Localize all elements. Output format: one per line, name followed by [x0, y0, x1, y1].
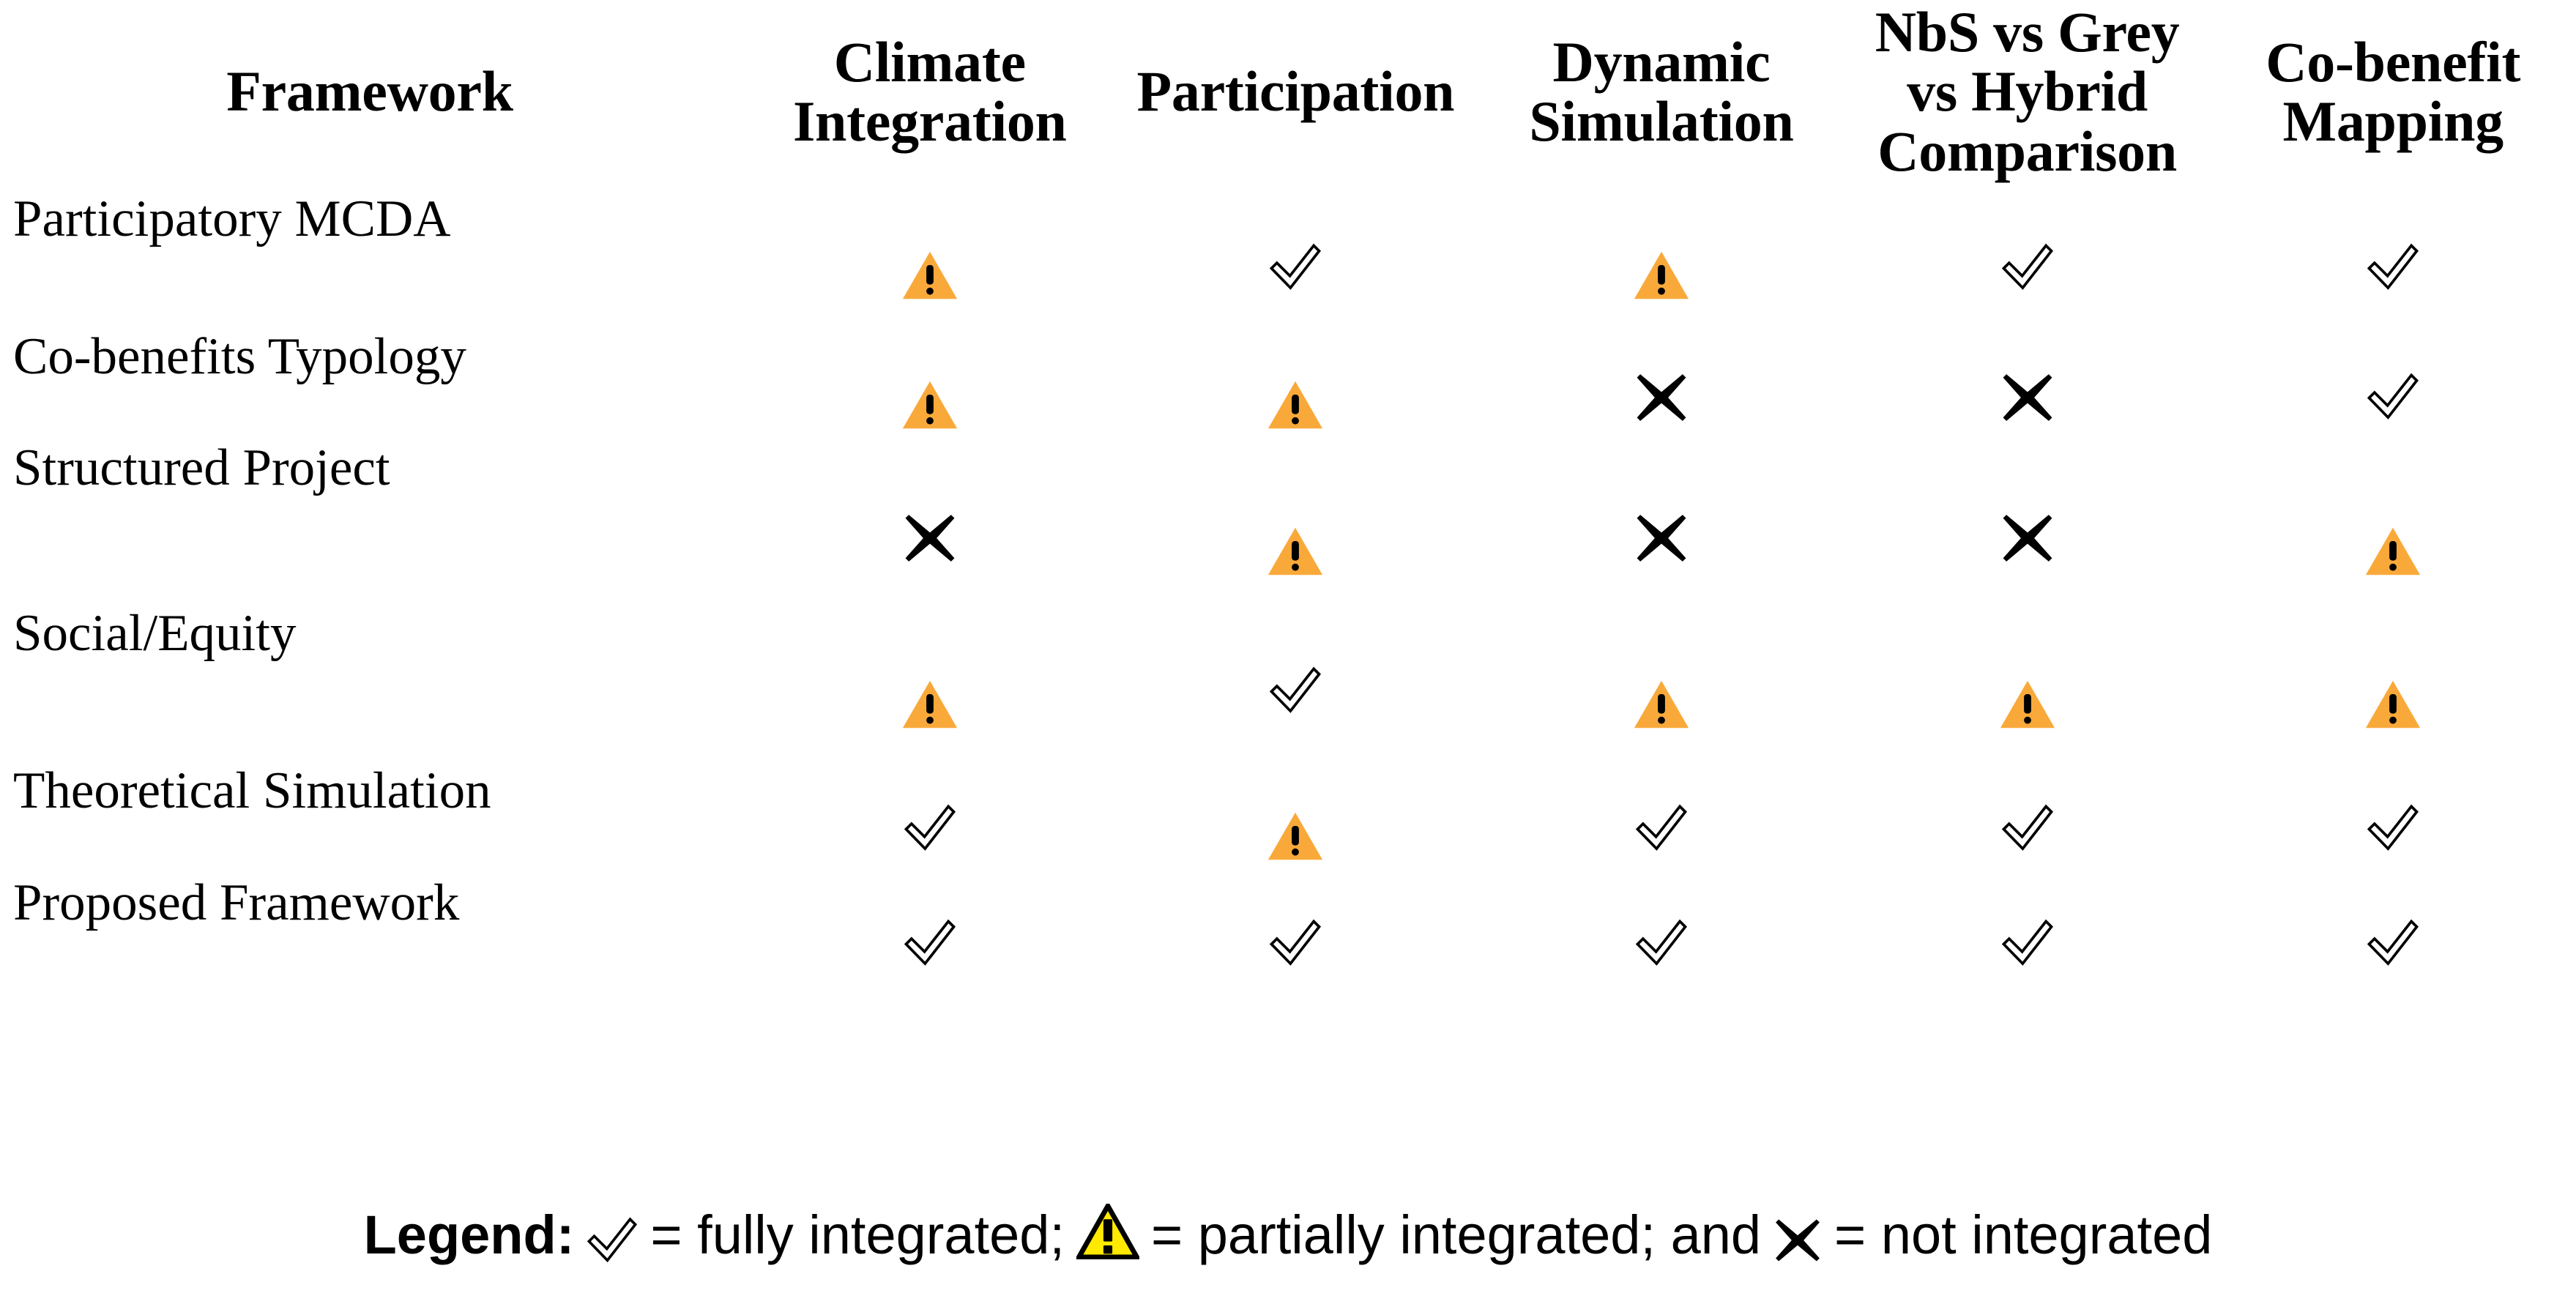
table-row: Co-benefits Typology	[0, 325, 2576, 442]
check-outline-icon	[1634, 801, 1689, 855]
table-row: Structured Project	[0, 442, 2576, 589]
column-header-participation-label: Participation	[1136, 59, 1455, 124]
cell-nbs_vs_grey_vs_hybrid	[1844, 589, 2211, 758]
row-label: Structured Project	[13, 439, 390, 496]
column-header-climate-integration: Climate Integration	[747, 0, 1113, 183]
legend-full-text: = fully integrated;	[650, 1204, 1065, 1265]
column-header-participation: Participation	[1113, 0, 1479, 183]
row-label: Social/Equity	[13, 605, 297, 662]
column-header-dynamic-simulation: Dynamic Simulation	[1478, 0, 1844, 183]
heavy-multiplication-x-icon	[1773, 1215, 1823, 1265]
cell-nbs_vs_grey_vs_hybrid	[1844, 442, 2211, 589]
heavy-multiplication-x-icon	[2000, 510, 2055, 566]
row-label: Proposed Framework	[13, 874, 460, 931]
column-header-framework-label: Framework	[226, 59, 513, 124]
cell-nbs_vs_grey_vs_hybrid	[1844, 183, 2211, 325]
warning-triangle-icon	[1267, 526, 1324, 577]
cell-dynamic_simulation	[1478, 183, 1844, 325]
cell-climate_integration	[747, 183, 1113, 325]
check-outline-icon	[2000, 916, 2055, 970]
legend: Legend: = fully integrated; = partially in…	[0, 1198, 2576, 1265]
heavy-multiplication-x-icon	[2000, 370, 2055, 425]
header-row: Framework Climate Integration Participat…	[0, 0, 2576, 183]
warning-triangle-icon	[1267, 379, 1324, 431]
table-row: Proposed Framework	[0, 873, 2576, 987]
table-row: Participatory MCDA	[0, 183, 2576, 325]
cell-nbs_vs_grey_vs_hybrid	[1844, 873, 2211, 987]
cell-co_benefit_mapping	[2210, 442, 2576, 589]
warning-triangle-icon	[901, 250, 958, 301]
cell-co_benefit_mapping	[2210, 758, 2576, 873]
cell-dynamic_simulation	[1478, 758, 1844, 873]
cell-dynamic_simulation	[1478, 442, 1844, 589]
framework-comparison-table: Framework Climate Integration Participat…	[0, 0, 2576, 987]
cell-participation	[1113, 873, 1479, 987]
cell-co_benefit_mapping	[2210, 183, 2576, 325]
legend-partial-text: = partially integrated; and	[1151, 1204, 1762, 1265]
cell-nbs_vs_grey_vs_hybrid	[1844, 758, 2211, 873]
cell-participation	[1113, 758, 1479, 873]
warning-triangle-icon	[901, 379, 958, 431]
cell-co_benefit_mapping	[2210, 589, 2576, 758]
check-outline-icon	[2000, 801, 2055, 855]
cell-climate_integration	[747, 758, 1113, 873]
check-outline-icon	[1268, 663, 1322, 718]
heavy-multiplication-x-icon	[1634, 370, 1689, 425]
check-outline-icon	[2366, 801, 2420, 855]
cell-dynamic_simulation	[1478, 325, 1844, 442]
warning-triangle-icon	[1633, 679, 1690, 730]
column-header-climate-integration-label: Climate Integration	[792, 29, 1067, 153]
check-outline-icon	[1268, 916, 1322, 970]
row-label: Theoretical Simulation	[13, 762, 491, 819]
check-outline-icon	[1634, 916, 1689, 970]
column-header-nbs-vs-grey-vs-hybrid: NbS vs Grey vs Hybrid Comparison	[1844, 0, 2211, 183]
check-outline-icon	[586, 1214, 639, 1267]
warning-triangle-icon	[2364, 679, 2421, 730]
cell-participation	[1113, 589, 1479, 758]
table-header: Framework Climate Integration Participat…	[0, 0, 2576, 183]
cell-participation	[1113, 325, 1479, 442]
table-row: Social/Equity	[0, 589, 2576, 758]
check-outline-icon	[903, 801, 957, 855]
cell-participation	[1113, 442, 1479, 589]
warning-triangle-icon	[2364, 526, 2421, 577]
row-label: Participatory MCDA	[13, 190, 451, 247]
cell-climate_integration	[747, 589, 1113, 758]
check-outline-icon	[903, 916, 957, 970]
legend-none-text: = not integrated	[1834, 1204, 2213, 1265]
cell-climate_integration	[747, 442, 1113, 589]
row-label: Co-benefits Typology	[13, 328, 466, 385]
warning-triangle-icon	[1633, 250, 1690, 301]
column-header-co-benefit-mapping-label: Co-benefit Mapping	[2266, 29, 2521, 153]
warning-triangle-icon	[1074, 1201, 1142, 1260]
column-header-framework: Framework	[0, 0, 747, 183]
check-outline-icon	[2366, 240, 2420, 294]
heavy-multiplication-x-icon	[902, 510, 958, 566]
check-outline-icon	[2366, 370, 2420, 424]
cell-climate_integration	[747, 873, 1113, 987]
legend-colon: :	[556, 1204, 575, 1265]
column-header-dynamic-simulation-label: Dynamic Simulation	[1529, 29, 1794, 153]
check-outline-icon	[1268, 240, 1322, 294]
cell-dynamic_simulation	[1478, 873, 1844, 987]
cell-dynamic_simulation	[1478, 589, 1844, 758]
column-header-co-benefit-mapping: Co-benefit Mapping	[2210, 0, 2576, 183]
cell-co_benefit_mapping	[2210, 325, 2576, 442]
warning-triangle-icon	[1267, 811, 1324, 862]
legend-title: Legend	[363, 1204, 556, 1265]
cell-co_benefit_mapping	[2210, 873, 2576, 987]
heavy-multiplication-x-icon	[1634, 510, 1689, 566]
check-outline-icon	[2366, 916, 2420, 970]
warning-triangle-icon	[1999, 679, 2056, 730]
check-outline-icon	[2000, 240, 2055, 294]
cell-climate_integration	[747, 325, 1113, 442]
column-header-nbs-vs-grey-vs-hybrid-label: NbS vs Grey vs Hybrid Comparison	[1875, 0, 2180, 183]
cell-nbs_vs_grey_vs_hybrid	[1844, 325, 2211, 442]
table-row: Theoretical Simulation	[0, 758, 2576, 873]
cell-participation	[1113, 183, 1479, 325]
warning-triangle-icon	[901, 679, 958, 730]
